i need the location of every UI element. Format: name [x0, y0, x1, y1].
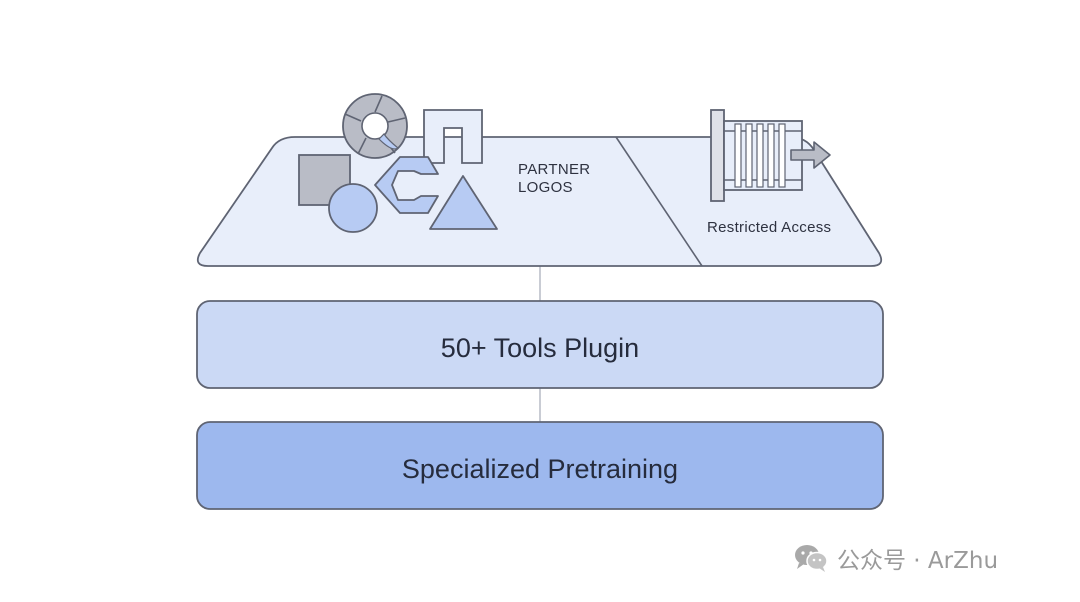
circle-logo-icon: [328, 183, 378, 233]
c-logo-icon: [374, 156, 439, 214]
shutter-logo-icon: [342, 93, 408, 159]
partner-label-line2: LOGOS: [518, 179, 573, 196]
triangle-logo-icon: [429, 175, 498, 230]
layer-specialized-pretraining: Specialized Pretraining: [196, 421, 884, 510]
watermark: 公众号 · ArZhu: [793, 538, 1073, 578]
partner-label-line1: PARTNER: [518, 161, 590, 178]
panel-divider: [615, 136, 703, 267]
wechat-icon: [795, 545, 828, 572]
gate-exit-icon: [710, 109, 831, 202]
partner-logos: [298, 93, 498, 233]
layer-tools-plugin: 50+ Tools Plugin: [196, 300, 884, 389]
restricted-access-label: Restricted Access: [707, 219, 831, 236]
layer-specialized-pretraining-label: Specialized Pretraining: [402, 454, 678, 484]
watermark-text: 公众号 · ArZhu: [837, 548, 999, 574]
layer-tools-plugin-label: 50+ Tools Plugin: [441, 333, 639, 363]
